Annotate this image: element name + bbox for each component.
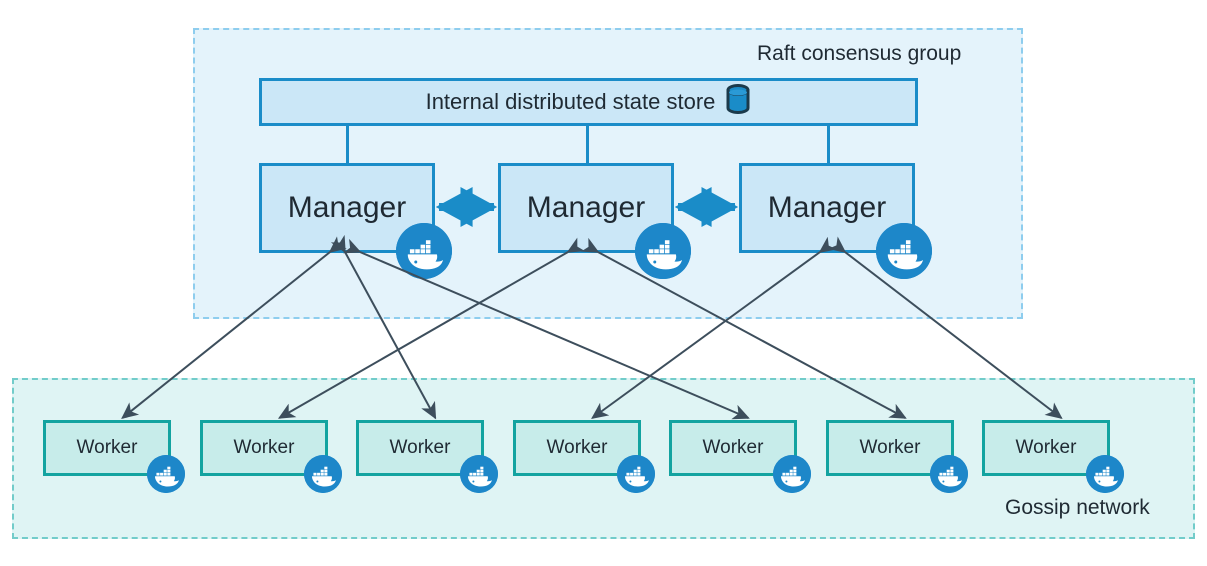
gossip-network-group-label: Gossip network (1005, 496, 1150, 519)
worker-node-5-label: Worker (702, 437, 764, 458)
manager-node-3-label: Manager (767, 191, 887, 224)
worker-node-1-label: Worker (76, 437, 138, 458)
docker-whale-icon-worker-2 (304, 455, 342, 493)
docker-whale-icon-worker-4 (617, 455, 655, 493)
manager-node-1-label: Manager (287, 191, 407, 224)
store-to-manager-1-stub (346, 125, 349, 165)
store-to-manager-2-stub (586, 125, 589, 165)
docker-whale-icon-worker-1 (147, 455, 185, 493)
worker-node-3[interactable]: Worker (356, 420, 484, 476)
docker-whale-icon-worker-7 (1086, 455, 1124, 493)
raft-consensus-group-label: Raft consensus group (757, 42, 962, 65)
manager-node-2-label: Manager (526, 191, 646, 224)
worker-node-2[interactable]: Worker (200, 420, 328, 476)
store-to-manager-3-stub (827, 125, 830, 165)
docker-whale-icon-worker-6 (930, 455, 968, 493)
docker-whale-icon-manager-1 (396, 223, 452, 279)
worker-node-4-label: Worker (546, 437, 608, 458)
docker-whale-icon-manager-2 (635, 223, 691, 279)
docker-whale-icon-manager-3 (876, 223, 932, 279)
state-store-label: Internal distributed state store (425, 89, 716, 114)
docker-whale-icon-worker-3 (460, 455, 498, 493)
database-cylinder-icon (725, 84, 751, 120)
worker-node-2-label: Worker (233, 437, 295, 458)
worker-node-3-label: Worker (389, 437, 451, 458)
docker-whale-icon-worker-5 (773, 455, 811, 493)
worker-node-7-label: Worker (1015, 437, 1077, 458)
worker-node-6-label: Worker (859, 437, 921, 458)
internal-distributed-state-store[interactable]: Internal distributed state store (259, 78, 918, 126)
